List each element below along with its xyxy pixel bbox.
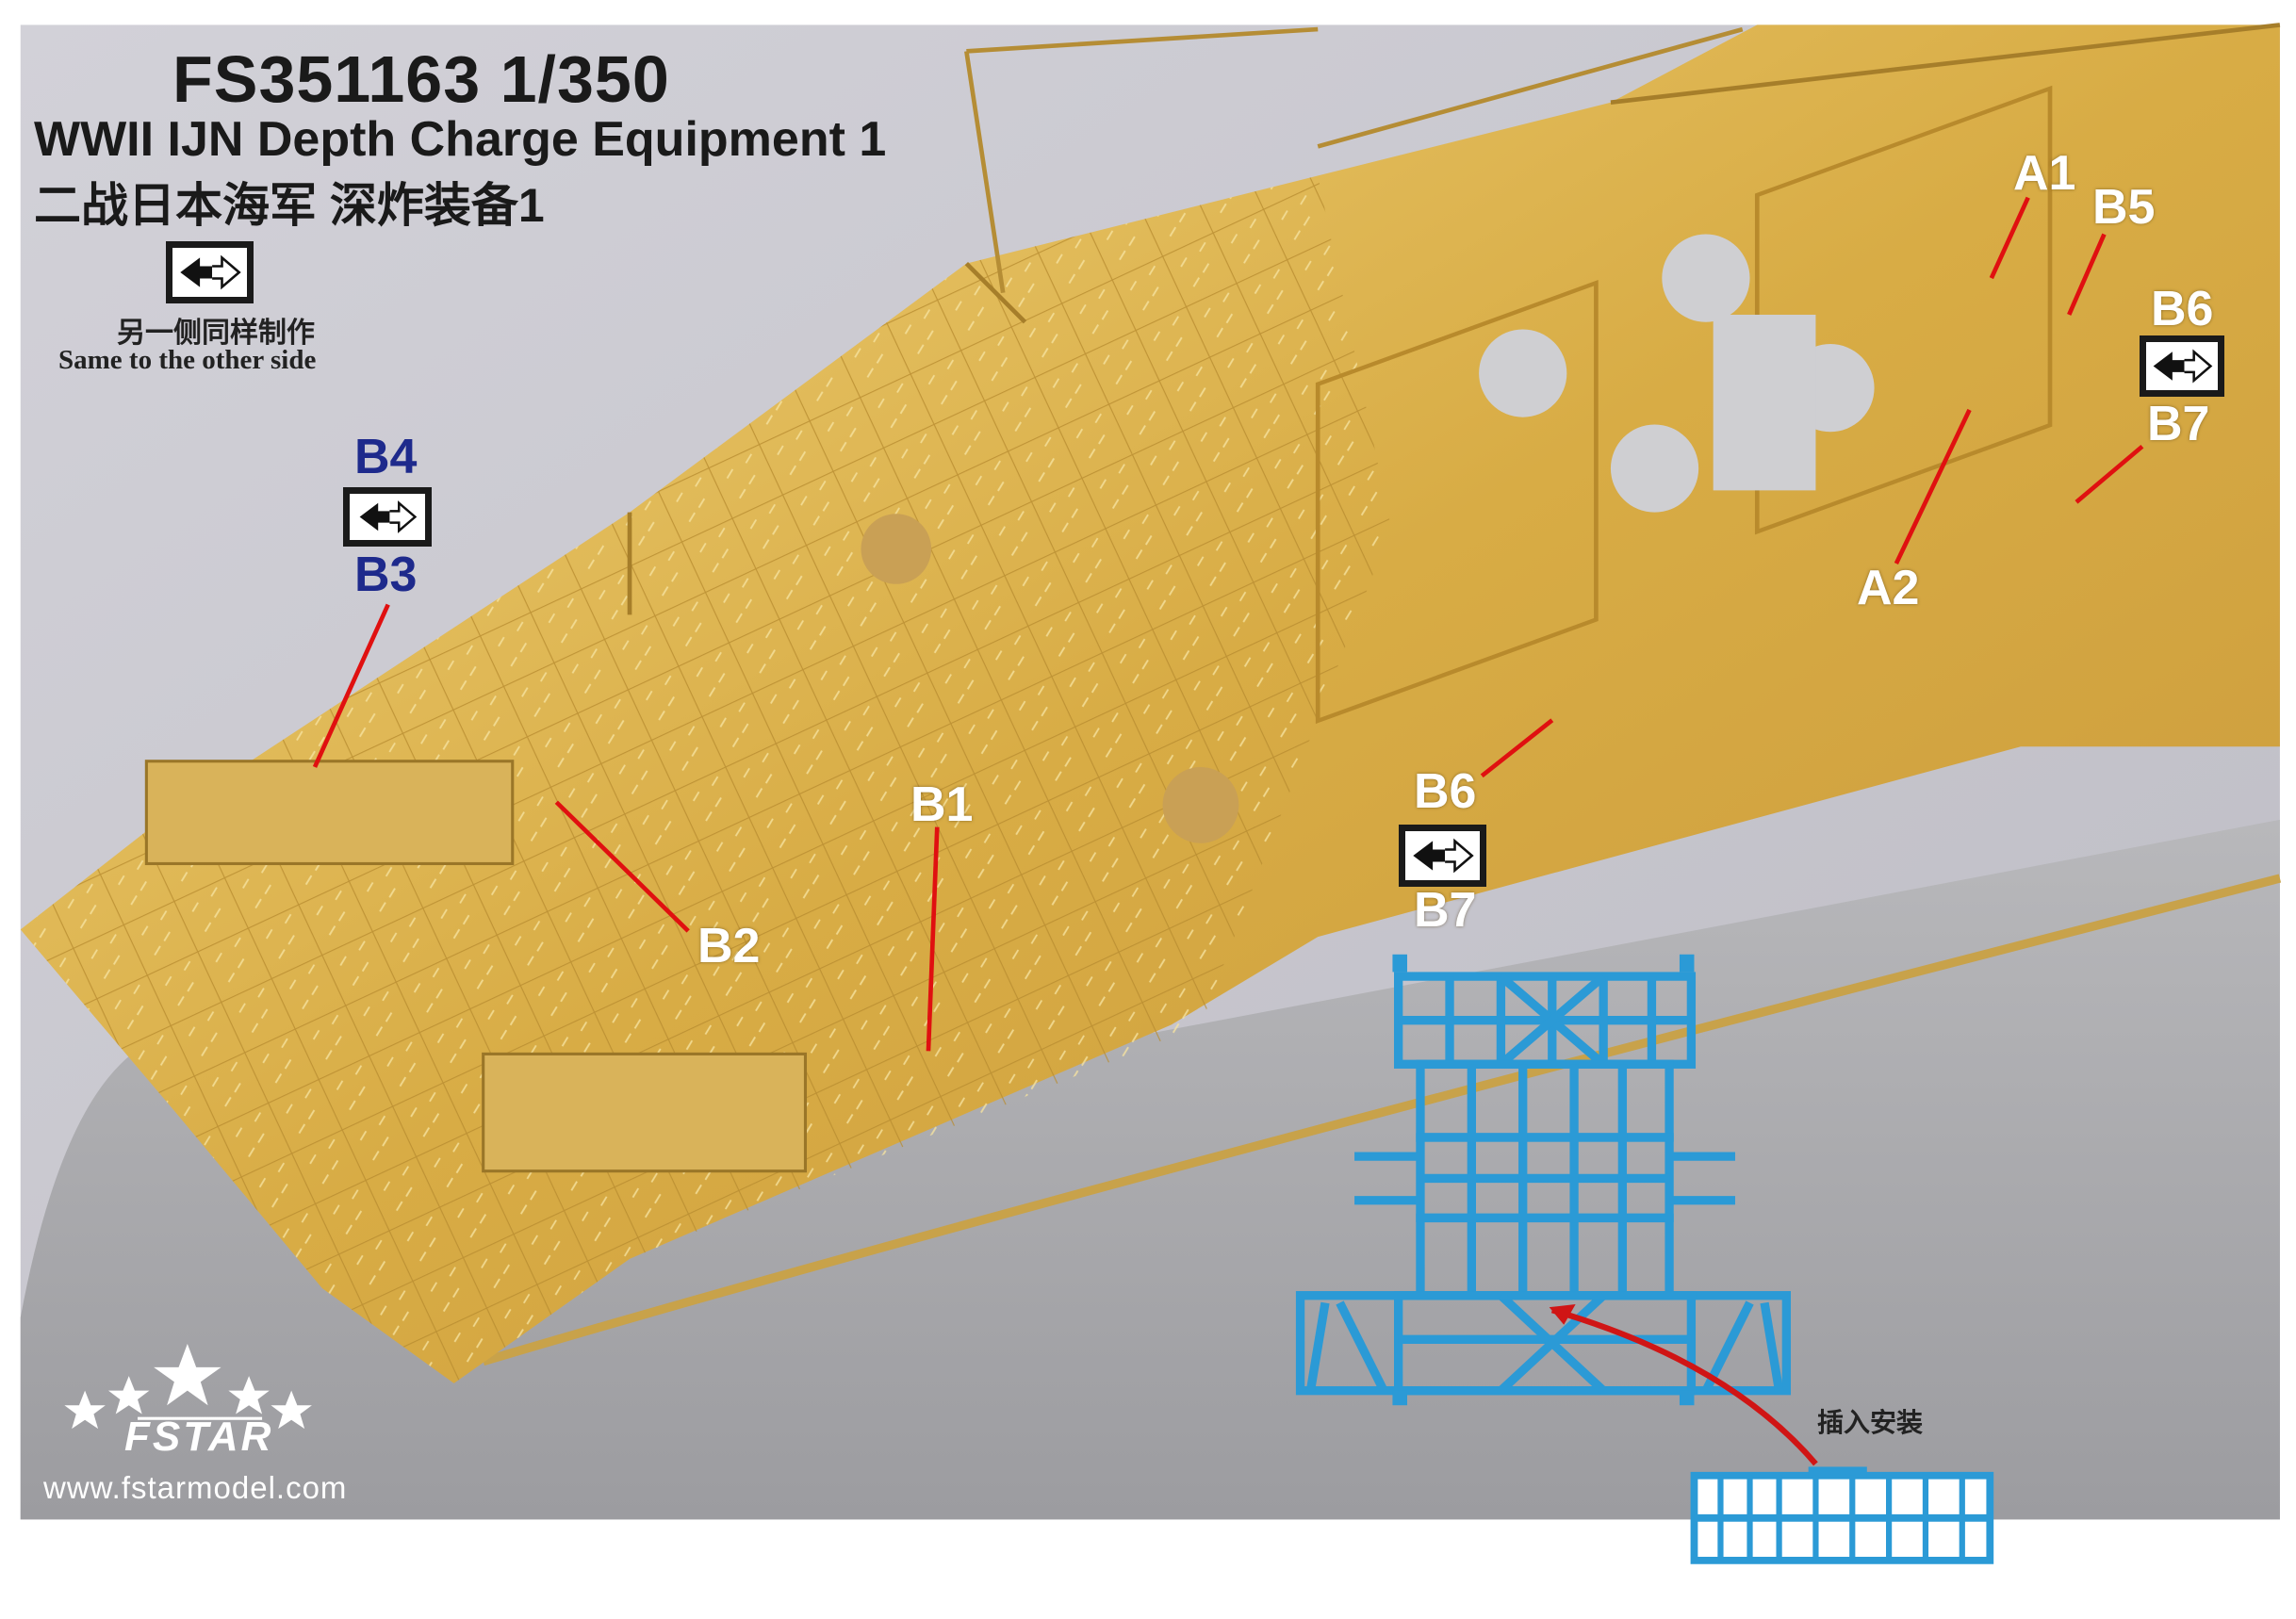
label-b2: B2 [697, 919, 761, 973]
insert-install-label: 插入安装 [1817, 1408, 1924, 1437]
swap-icon-b6-b7-center [1399, 825, 1486, 887]
product-title-en: WWII IJN Depth Charge Equipment 1 [34, 112, 887, 167]
pointer-b6-center [1480, 718, 1554, 778]
fstar-logo-stars [64, 1343, 312, 1430]
swap-icon-b6-b7-right [2140, 335, 2224, 397]
ship-hull [20, 819, 2280, 1520]
product-title-cn: 二战日本海军 深炸装备1 [34, 179, 545, 232]
pointer-b7-right [2075, 444, 2144, 504]
label-b6-right: B6 [2151, 282, 2214, 336]
label-a2: A2 [1857, 561, 1920, 615]
pointer-b4b3 [312, 603, 390, 768]
legend-note-cn: 另一侧同样制作 [117, 317, 315, 350]
parts-diagram-insert [1690, 1466, 1994, 1564]
insert-arrow [1550, 1307, 1818, 1466]
label-b6-center: B6 [1414, 764, 1477, 819]
swap-legend-icon [166, 241, 254, 303]
label-b1: B1 [910, 777, 974, 832]
label-b7-right: B7 [2147, 397, 2210, 451]
label-b4: B4 [354, 430, 418, 484]
swap-icon-b4-b3 [343, 487, 432, 547]
pointer-b1 [926, 826, 940, 1052]
label-b7-center: B7 [1414, 883, 1477, 938]
insert-arrow-head [1549, 1304, 1576, 1325]
legend-note-en: Same to the other side [58, 345, 317, 375]
label-b5: B5 [2092, 180, 2156, 235]
label-b3: B3 [354, 548, 418, 602]
pointer-b5 [2067, 233, 2107, 316]
pointer-a1 [1989, 196, 2030, 280]
depth-charge-racks-stern [144, 760, 808, 1173]
product-code: FS351163 1/350 [172, 42, 670, 116]
pointer-b2 [554, 800, 690, 933]
pointer-a2 [1894, 408, 1972, 565]
pointer-lines [312, 196, 2144, 1052]
depth-charge-throwers [1479, 234, 1875, 513]
fstar-logo: FSTAR [124, 1414, 274, 1460]
website-url: www.fstarmodel.com [43, 1470, 348, 1505]
label-a1: A1 [2013, 146, 2076, 201]
